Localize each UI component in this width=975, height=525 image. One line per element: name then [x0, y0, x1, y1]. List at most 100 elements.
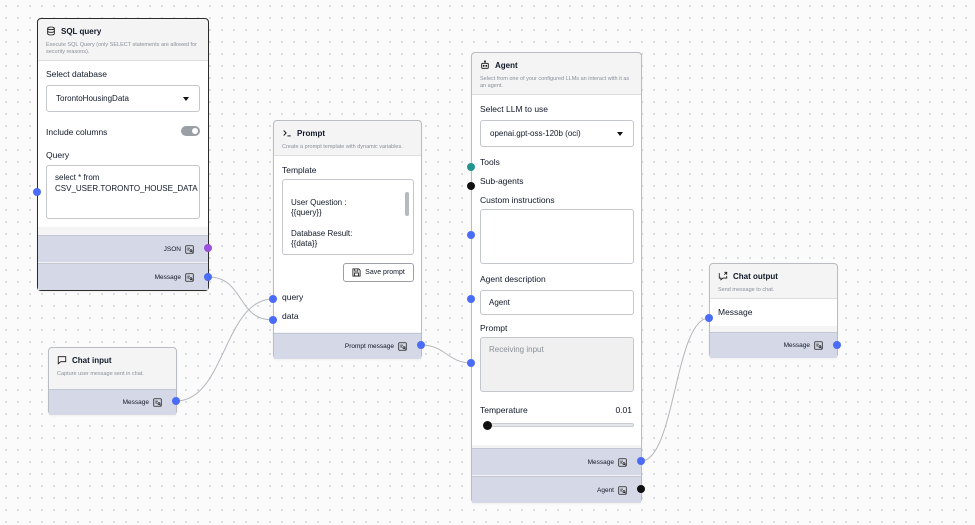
sql-message-output-port[interactable] [204, 273, 212, 281]
inspect-output-icon[interactable] [153, 398, 162, 407]
save-icon [352, 268, 361, 277]
node-body: Message [710, 298, 837, 327]
agent-description-label: Agent description [480, 274, 546, 285]
node-title: Chat input [72, 355, 112, 365]
output-prompt-message: Prompt message [274, 333, 421, 359]
output-message: Message [49, 389, 176, 415]
save-prompt-label: Save prompt [365, 269, 405, 277]
prompt-node[interactable]: Prompt Create a prompt template with dyn… [273, 120, 422, 359]
terminal-icon [282, 128, 292, 138]
data-input-label: data [282, 311, 299, 322]
temperature-label: Temperature [480, 405, 528, 416]
template-text: User Question : {{query}} Database Resul… [291, 197, 353, 249]
database-select-value: TorontoHousingData [56, 94, 129, 104]
chat-output-message-output-port[interactable] [833, 341, 841, 349]
node-title: Prompt [297, 128, 325, 138]
prompt-query-input-port[interactable] [269, 295, 277, 303]
message-input-label: Message [718, 307, 753, 318]
output-label: Message [587, 458, 614, 466]
output-label: JSON [163, 245, 181, 253]
output-label: Message [154, 273, 181, 281]
output-label: Prompt message [344, 343, 394, 350]
database-icon [46, 26, 56, 36]
chat-output-message-input-port[interactable] [705, 314, 713, 322]
node-body: Template User Question : {{query}} Datab… [274, 155, 421, 333]
include-columns-label: Include columns [46, 127, 108, 138]
chat-input-node[interactable]: Chat input Capture user message sent in … [48, 347, 177, 415]
template-textarea[interactable]: User Question : {{query}} Database Resul… [282, 179, 414, 256]
output-label: Agent [597, 486, 614, 494]
temperature-slider-thumb[interactable] [483, 421, 492, 431]
save-prompt-button[interactable]: Save prompt [343, 263, 414, 283]
subagents-label: Sub-agents [480, 176, 524, 187]
node-header[interactable]: Chat input Capture user message sent in … [49, 348, 176, 382]
query-label: Query [46, 150, 70, 161]
node-description: Create a prompt template with dynamic va… [282, 144, 403, 150]
template-scrollbar[interactable] [405, 192, 409, 217]
node-body: Select LLM to use openai.gpt-oss-120b (o… [472, 94, 641, 446]
edge-chat-input-to-prompt-query [175, 298, 274, 402]
output-agent: Agent [472, 476, 641, 503]
node-description: Select from one of your configured LLMs … [480, 76, 630, 90]
llm-select-value: openai.gpt-oss-120b (oci) [490, 129, 581, 139]
message-square-share-icon [718, 271, 728, 281]
node-title: Chat output [733, 271, 778, 281]
inspect-output-icon[interactable] [618, 485, 627, 495]
prompt-input-disabled: Receiving input [480, 337, 634, 393]
tools-label: Tools [480, 157, 500, 168]
node-header[interactable]: Agent Select from one of your configured… [472, 53, 641, 94]
prompt-message-output-port[interactable] [417, 341, 425, 349]
chat-input-message-output-port[interactable] [172, 397, 180, 405]
template-label: Template [282, 165, 317, 176]
node-body: Select database TorontoHousingData Inclu… [38, 60, 208, 228]
node-header[interactable]: SQL query Execute SQL Query (only SELECT… [38, 19, 208, 60]
inspect-output-icon[interactable] [398, 342, 407, 351]
node-title: SQL query [61, 26, 102, 36]
node-description: Execute SQL Query (only SELECT statement… [46, 42, 198, 56]
select-llm-label: Select LLM to use [480, 104, 549, 115]
query-input-label: query [282, 292, 304, 303]
sql-json-output-port[interactable] [204, 244, 212, 252]
prompt-data-input-port[interactable] [269, 316, 277, 324]
sql-query-input-port[interactable] [33, 188, 41, 196]
agent-node[interactable]: Agent Select from one of your configured… [471, 52, 642, 503]
node-description: Send message to chat. [718, 287, 775, 293]
output-json: JSON [38, 235, 208, 262]
agent-prompt-input-port[interactable] [467, 359, 475, 367]
node-title: Agent [495, 60, 518, 70]
temperature-slider[interactable] [484, 423, 634, 428]
chat-output-node[interactable]: Chat output Send message to chat. Messag… [709, 263, 838, 358]
node-header[interactable]: Chat output Send message to chat. [710, 264, 837, 298]
sql-query-node[interactable]: SQL query Execute SQL Query (only SELECT… [37, 18, 209, 291]
query-textarea[interactable]: select * from CSV_USER.TORONTO_HOUSE_DAT… [46, 165, 200, 220]
output-message: Message [38, 263, 208, 290]
agent-message-output-port[interactable] [637, 457, 645, 465]
prompt-label: Prompt [480, 323, 508, 334]
message-square-icon [57, 355, 67, 365]
edge-prompt-to-agent-prompt [420, 344, 473, 364]
agent-tools-input-port[interactable] [467, 163, 475, 171]
inspect-output-icon[interactable] [185, 244, 194, 254]
output-message: Message [710, 332, 837, 358]
agent-custom-instructions-input-port[interactable] [467, 231, 475, 239]
llm-select[interactable]: openai.gpt-oss-120b (oci) [480, 120, 634, 148]
agent-description-input-port[interactable] [467, 295, 475, 303]
inspect-output-icon[interactable] [185, 272, 194, 282]
node-header[interactable]: Prompt Create a prompt template with dyn… [274, 121, 421, 155]
agent-agent-output-port[interactable] [637, 485, 645, 493]
bot-icon [480, 60, 490, 70]
edge-agent-message-to-chat-output [640, 317, 710, 462]
output-label: Message [783, 342, 810, 349]
inspect-output-icon[interactable] [618, 457, 627, 467]
agent-description-input[interactable]: Agent [480, 290, 634, 316]
edge-sql-message-to-prompt-data [207, 276, 274, 321]
chevron-down-icon [617, 131, 623, 136]
inspect-output-icon[interactable] [814, 341, 823, 350]
database-select[interactable]: TorontoHousingData [46, 85, 200, 113]
output-message: Message [472, 448, 641, 475]
include-columns-toggle[interactable] [181, 126, 200, 137]
custom-instructions-label: Custom instructions [480, 195, 555, 206]
custom-instructions-textarea[interactable] [480, 209, 634, 265]
agent-subagents-input-port[interactable] [467, 182, 475, 190]
